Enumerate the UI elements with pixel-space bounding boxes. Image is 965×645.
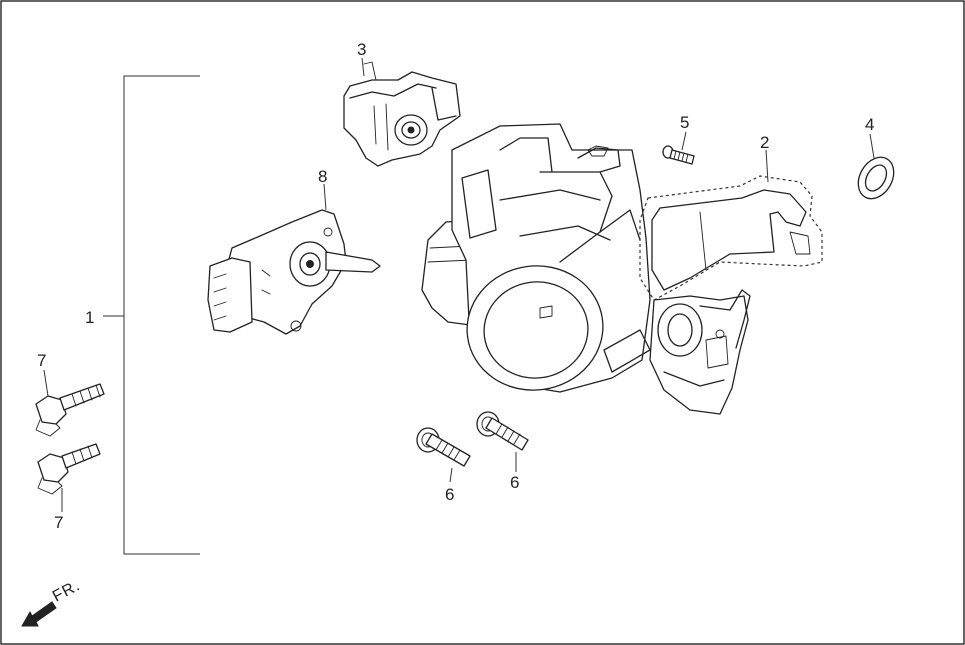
part-2-bracket	[639, 175, 823, 301]
part-6-screw-left	[416, 427, 471, 467]
callout-4: 4	[865, 115, 874, 134]
leader-lines	[43, 57, 875, 512]
callout-6-left: 6	[445, 485, 454, 504]
callout-6-right: 6	[510, 473, 519, 492]
part-7-bolt-lower	[37, 443, 101, 495]
front-arrow-icon	[21, 601, 57, 627]
throttle-body	[421, 123, 751, 415]
front-label: FR.	[50, 577, 83, 606]
callout-5: 5	[680, 113, 689, 132]
part-8-sensor	[207, 209, 381, 335]
part-6-screw-right	[476, 411, 529, 451]
callout-3: 3	[357, 40, 366, 59]
callout-7-upper: 7	[37, 351, 46, 370]
part-3-sensor	[343, 61, 461, 167]
assembly-bracket	[103, 75, 200, 555]
part-7-bolt-upper	[35, 383, 105, 437]
callout-1: 1	[85, 308, 94, 327]
front-direction-marker: FR.	[21, 577, 83, 627]
part-5-screw	[662, 145, 695, 165]
callout-7-lower: 7	[54, 513, 63, 532]
callout-2: 2	[760, 133, 769, 152]
part-4-o-ring	[857, 156, 895, 200]
callout-8: 8	[318, 167, 327, 186]
